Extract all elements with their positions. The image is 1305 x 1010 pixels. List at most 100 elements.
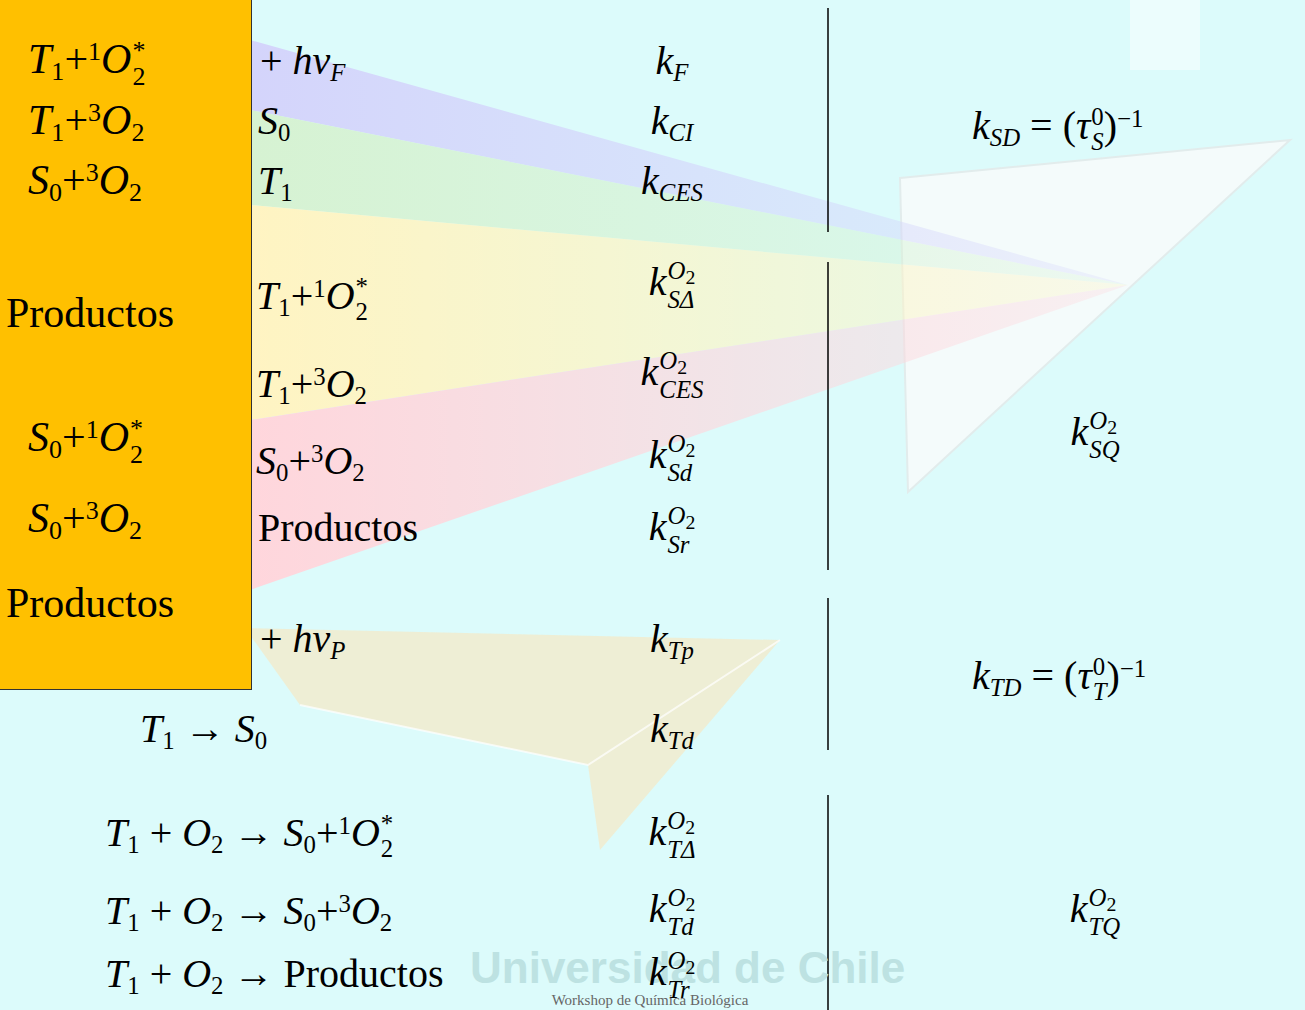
symbol: T [105, 951, 127, 996]
rate-constant: kTp [650, 615, 694, 666]
rate-constant: kCI [651, 97, 694, 148]
symbol: O [351, 888, 380, 933]
symbol: D [1004, 674, 1022, 701]
rate-constant: kCES [641, 157, 703, 208]
symbol: k [972, 653, 990, 698]
bracket-line [827, 598, 829, 750]
symbol: O [1089, 407, 1107, 434]
symbol: τ [1076, 103, 1090, 148]
symbol: C [659, 376, 676, 403]
superscript: 3 [86, 158, 99, 187]
sub-index: 2 [685, 266, 695, 288]
symbol: k [649, 886, 667, 931]
index-part: TΔ [667, 838, 695, 863]
symbol: O [667, 430, 685, 457]
symbol: T [1093, 678, 1107, 705]
box-reaction-product: T1+3O2 [28, 95, 144, 149]
subscript: SD [990, 124, 1020, 151]
symbol: O [326, 273, 355, 318]
subscript: 0 [304, 909, 316, 936]
box-reaction-product: S0+1O2* [28, 412, 143, 467]
index-part: O2 [1089, 409, 1119, 438]
symbol: T [28, 36, 51, 82]
symbol: O [351, 810, 380, 855]
symbol: k [641, 349, 659, 394]
symbol: O [667, 807, 685, 834]
symbol: O [99, 157, 129, 203]
symbol: T [105, 810, 127, 855]
subscript: 0 [278, 119, 290, 146]
box-reaction-product: Productos [6, 288, 174, 338]
symbol: O [1089, 884, 1107, 911]
symbol: k [1070, 409, 1088, 454]
subscript: 2 [129, 517, 142, 546]
index-part: * [132, 38, 145, 64]
total-rate-constant: kO2TQ [1070, 885, 1120, 940]
symbol: T [990, 674, 1004, 701]
lifetime-equation: kSD = (τS0)−1 [972, 102, 1143, 155]
symbol: E [675, 179, 690, 206]
sub-index: 2 [685, 893, 695, 915]
index-stack: 2* [381, 812, 393, 862]
symbol: k [1070, 886, 1088, 931]
reaction-equation: T1 + O2 → S0+1O2* [105, 809, 393, 862]
subscript: CI [668, 119, 693, 146]
index-part: O2 [659, 349, 703, 378]
reaction-product: S0+3O2 [256, 437, 365, 488]
rate-constant: kO2Td [649, 885, 696, 940]
bracket-lines [827, 8, 829, 1010]
rate-constant: kO2Sr [649, 503, 696, 558]
superscript: 3 [338, 889, 350, 916]
index-stack: 2* [132, 38, 145, 90]
symbol: Δ [681, 836, 696, 863]
rate-constant: kO2TΔ [648, 808, 695, 863]
index-stack: O2SQ [1089, 409, 1119, 463]
footer-text: Workshop de Química Biológica [552, 991, 749, 1009]
symbol: S [667, 531, 679, 558]
index-part: O2 [667, 259, 695, 288]
subscript: 2 [355, 382, 367, 409]
index-part: SΔ [667, 288, 695, 313]
sub-index: 2 [677, 356, 687, 378]
symbol: O [182, 810, 211, 855]
symbol: S [28, 495, 49, 541]
total-rate-constant: kO2SQ [1070, 408, 1119, 463]
symbol: O [667, 884, 685, 911]
subscript: 2 [380, 909, 392, 936]
symbol: O [667, 502, 685, 529]
subscript: 1 [127, 831, 139, 858]
symbol: τ [1077, 653, 1091, 698]
index-part: SQ [1089, 438, 1119, 463]
reaction-product: S0 [258, 97, 290, 148]
subscript: 0 [255, 727, 267, 754]
rate-constant: kO2SΔ [649, 258, 696, 313]
reaction-product: T1+1O2* [256, 272, 368, 325]
symbol: O [99, 414, 129, 460]
superscript: 3 [88, 98, 101, 127]
sub-index: 2 [1106, 893, 1116, 915]
subscript: 2 [211, 909, 223, 936]
index-stack: S0 [1091, 105, 1103, 155]
symbol: T [1089, 913, 1103, 940]
reaction-product: Productos [258, 504, 418, 552]
subscript: 2 [129, 179, 142, 208]
symbol: O [667, 257, 685, 284]
index-part: S [1091, 130, 1103, 155]
symbol: F [330, 59, 345, 86]
symbol: T [140, 706, 162, 751]
sub-index: 2 [685, 956, 695, 978]
index-part: 2 [356, 300, 368, 325]
reaction-equation: T1 + O2 → S0+3O2 [105, 887, 392, 938]
subscript: 0 [49, 179, 62, 208]
symbol: O [659, 347, 677, 374]
symbol: d [680, 459, 692, 486]
symbol: S [667, 286, 679, 313]
subscript: 1 [162, 727, 174, 754]
index-part: Sd [667, 461, 695, 486]
reaction-product: + hνF [260, 37, 345, 88]
bracket-line [827, 8, 829, 232]
symbol: O [323, 438, 352, 483]
index-stack: T0 [1093, 655, 1107, 705]
superscript: 1 [338, 811, 350, 838]
